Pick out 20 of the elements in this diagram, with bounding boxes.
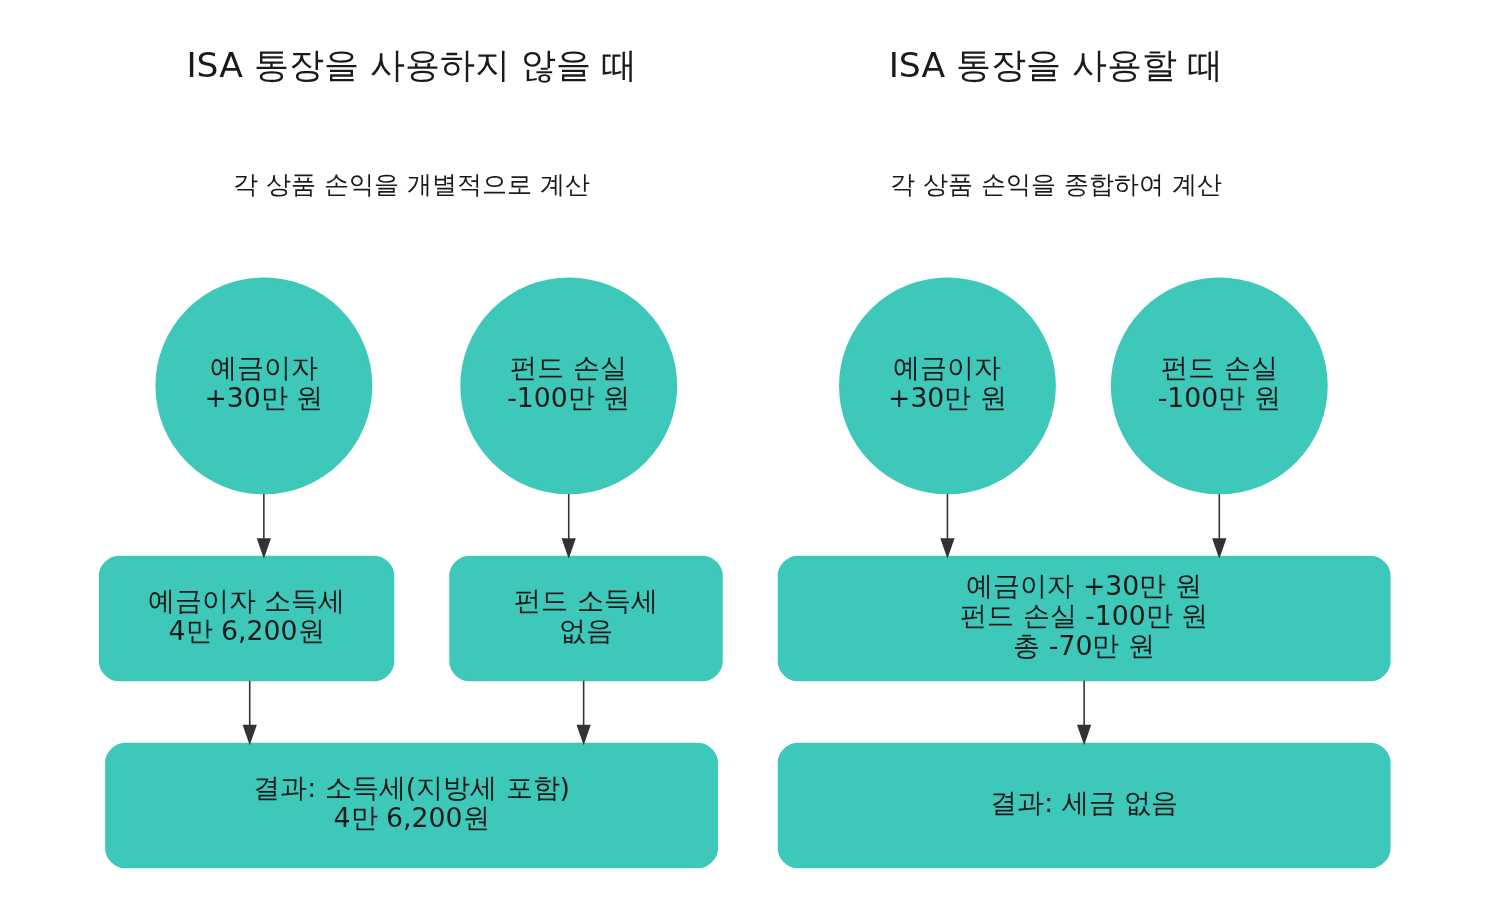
node-box: 예금이자 +30만 원 펀드 손실 -100만 원 총 -70만 원 [777, 555, 1391, 682]
arrow [939, 493, 955, 559]
node-box: 결과: 세금 없음 [777, 742, 1391, 869]
arrow [242, 680, 257, 746]
node-circle: 예금이자 +30만 원 [838, 277, 1056, 495]
node-box: 예금이자 소득세 4만 6,200원 [98, 555, 394, 682]
arrow [561, 493, 576, 559]
node-circle: 예금이자 +30만 원 [154, 277, 372, 495]
node-circle: 펀드 손실 -100만 원 [459, 277, 677, 495]
node-box: 펀드 소득세 없음 [448, 555, 723, 682]
node-circle: 펀드 손실 -100만 원 [1110, 277, 1328, 495]
arrow [576, 680, 591, 746]
label: 각 상품 손익을 종합하여 계산 [889, 170, 1222, 200]
node-box: 결과: 소득세(지방세 포함) 4만 6,200원 [104, 742, 718, 869]
label: ISA 통장을 사용하지 않을 때 [185, 44, 637, 85]
arrow [1076, 680, 1091, 746]
label: 각 상품 손익을 개별적으로 계산 [232, 170, 590, 200]
arrow [256, 493, 271, 559]
label: ISA 통장을 사용할 때 [888, 44, 1223, 85]
arrow [1211, 493, 1226, 559]
